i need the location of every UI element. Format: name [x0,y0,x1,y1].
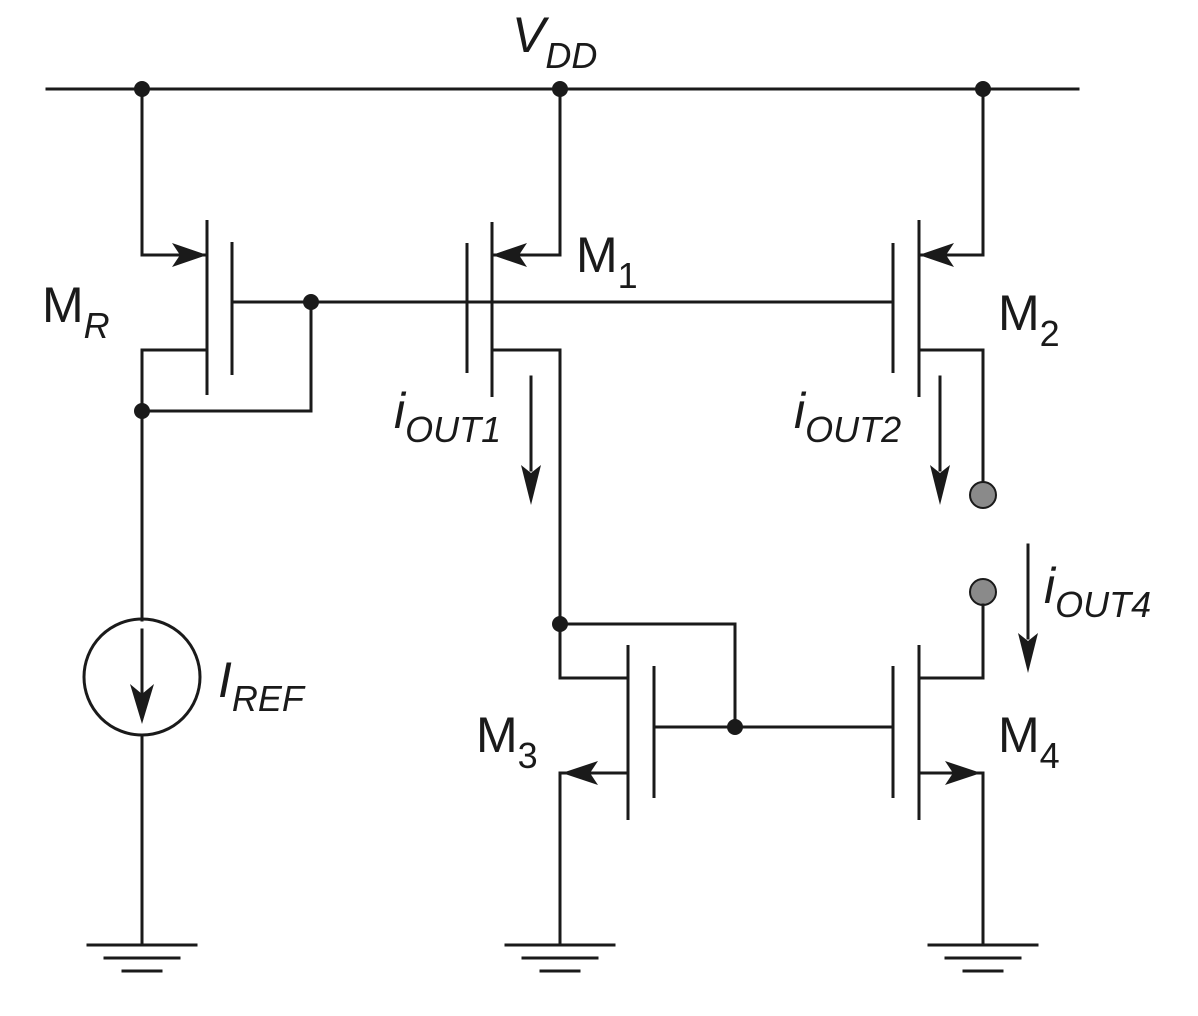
label-m3: M3 [476,707,538,776]
transistor-m3 [552,616,895,947]
ground-symbol-m4 [927,943,1039,973]
label-iout4: iOUT4 [1044,558,1151,625]
label-iref: IREF [218,652,306,719]
m2-output-terminal [969,481,997,509]
label-mr: MR [42,277,110,346]
transistor-m1 [465,87,562,680]
label-iout1: iOUT1 [394,383,501,450]
vdd-label: VDD [512,7,597,76]
current-arrow-iout4 [1018,543,1038,673]
label-m1: M1 [576,227,638,296]
current-arrow-iout1 [521,375,541,505]
label-m4: M4 [998,707,1060,776]
ground-symbol-m3 [504,943,616,973]
label-iout2: iOUT2 [794,383,901,450]
current-source-iref [82,617,202,947]
transistor-m2 [891,87,985,485]
transistor-mr [134,87,892,622]
m4-output-terminal [969,578,997,606]
current-arrow-iout2 [930,375,950,505]
label-m2: M2 [998,285,1060,354]
transistor-m4 [891,578,997,947]
ground-symbol-mr [86,943,198,973]
